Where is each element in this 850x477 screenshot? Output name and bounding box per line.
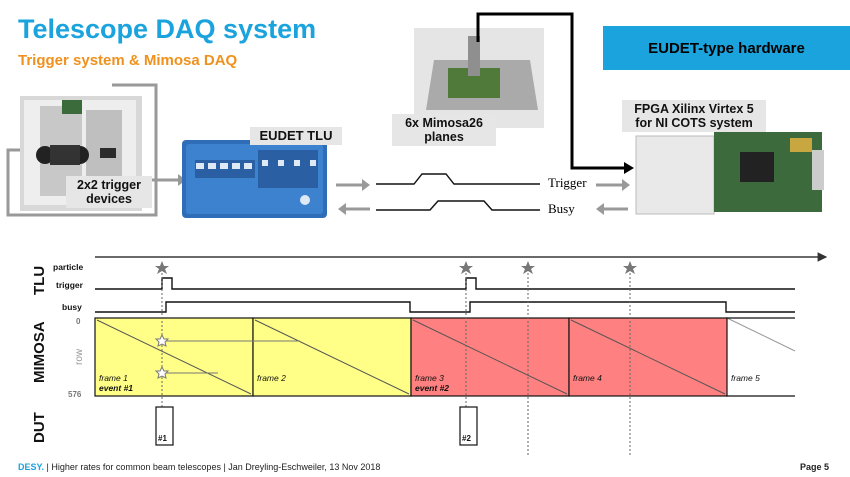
- frame-readout-line-2: [254, 319, 410, 395]
- page-number: Page 5: [800, 462, 830, 472]
- fpga-label-line1: FPGA Xilinx Virtex 5: [634, 102, 754, 116]
- row-label-busy: busy: [62, 302, 82, 312]
- fpga-photo: [635, 132, 824, 215]
- group-label-dut: DUT: [31, 412, 48, 443]
- frame-readout-line-3: [412, 319, 568, 395]
- mimosa-fpga-link: [476, 12, 624, 170]
- row-label-particle: particle: [53, 262, 84, 272]
- busy-pulse: [376, 200, 540, 211]
- timing-diagram: TLU MIMOSA DUT particle trigger busy 0 5…: [31, 252, 828, 455]
- desy-logo: DESY.: [18, 462, 45, 472]
- hardware-banner: EUDET-type hardware: [603, 26, 850, 70]
- tlu-label: EUDET TLU: [250, 127, 342, 145]
- trigger-pulse: [376, 173, 540, 185]
- particle-star-3: [521, 261, 535, 274]
- fpga-label: FPGA Xilinx Virtex 5 for NI COTS system: [622, 100, 766, 132]
- trigger-devices-label-line2: devices: [86, 192, 132, 206]
- busy-signal-label: Busy: [548, 201, 575, 216]
- frame-event-3: event #2: [415, 383, 449, 393]
- trigger-connector-outline: [6, 83, 158, 217]
- dut-box-1: [155, 406, 174, 446]
- frame-label-1: frame 1: [99, 373, 128, 383]
- row-top-value: 0: [76, 317, 81, 326]
- mimosa-label-line2: planes: [424, 130, 464, 144]
- frame-readout-line-1: [96, 319, 252, 395]
- footer-text: | Higher rates for common beam telescope…: [46, 462, 381, 472]
- dut-event-2: #2: [462, 434, 471, 443]
- hit-star-2: [154, 365, 170, 379]
- frame-5-readout-line: [726, 317, 796, 352]
- trigger-devices-label-line1: 2x2 trigger: [77, 178, 141, 192]
- page-subtitle: Trigger system & Mimosa DAQ: [18, 52, 238, 69]
- mimosa-label: 6x Mimosa26 planes: [392, 114, 496, 146]
- frame-label-5: frame 5: [731, 373, 760, 383]
- row-bottom-value: 576: [68, 390, 82, 399]
- row-axis-label: row: [74, 348, 85, 365]
- frame-label-3: frame 3: [415, 373, 444, 383]
- particle-star-1: [155, 261, 169, 274]
- group-label-mimosa: MIMOSA: [31, 321, 48, 383]
- trigger-signal-label: Trigger: [548, 175, 587, 190]
- frame-event-1: event #1: [99, 383, 133, 393]
- hit-star-1: [154, 333, 170, 347]
- row-label-trigger: trigger: [56, 280, 84, 290]
- group-label-tlu: TLU: [31, 266, 48, 295]
- trigger-waveform: [95, 277, 795, 290]
- busy-waveform: [95, 301, 795, 313]
- dut-event-1: #1: [158, 434, 167, 443]
- particle-stars: [155, 261, 637, 274]
- frame-label-4: frame 4: [573, 373, 602, 383]
- trigger-devices-label: 2x2 trigger devices: [66, 176, 152, 208]
- footer: DESY. | Higher rates for common beam tel…: [18, 462, 380, 472]
- page-title: Telescope DAQ system: [18, 14, 317, 44]
- fpga-label-line2: for NI COTS system: [635, 116, 753, 130]
- particle-star-4: [623, 261, 637, 274]
- mimosa-label-line1: 6x Mimosa26: [405, 116, 483, 130]
- frame-readout-line-4: [570, 319, 726, 395]
- frame-label-2: frame 2: [257, 373, 286, 383]
- mimosa-photo: [414, 28, 544, 128]
- particle-star-2: [459, 261, 473, 274]
- dut-box-2: [459, 406, 478, 446]
- tlu-box: [182, 140, 327, 218]
